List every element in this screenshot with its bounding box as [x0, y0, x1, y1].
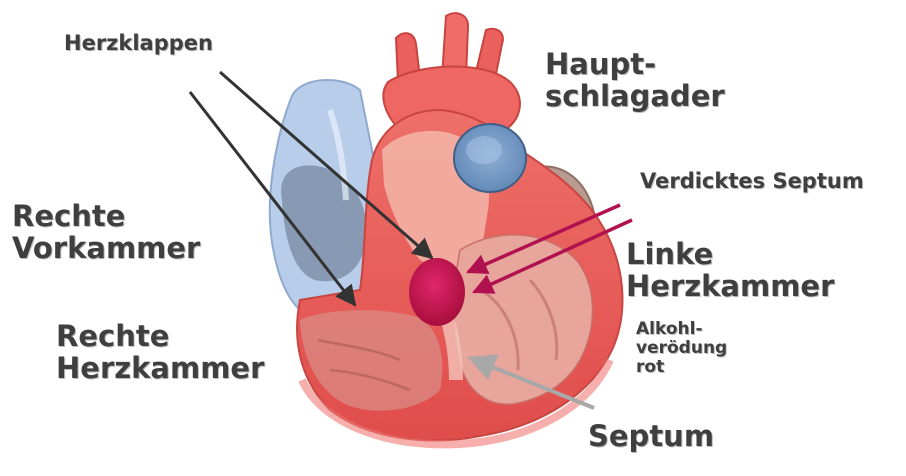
label-linke-herzkammer: Linke Herzkammer [626, 238, 834, 303]
label-alkohlveroedung: Alkohl- verödung rot [636, 320, 727, 377]
label-rechte-vorkammer: Rechte Vorkammer [12, 200, 200, 265]
label-hauptschlagader: Haupt- schlagader [545, 48, 725, 113]
label-verdicktes-septum: Verdicktes Septum [640, 170, 864, 194]
alcohol-ablation-spot [409, 258, 465, 326]
label-herzklappen: Herzklappen [64, 32, 213, 56]
aortic-valve [454, 124, 526, 192]
label-rechte-herzkammer: Rechte Herzkammer [56, 320, 264, 385]
label-septum: Septum [588, 420, 714, 452]
